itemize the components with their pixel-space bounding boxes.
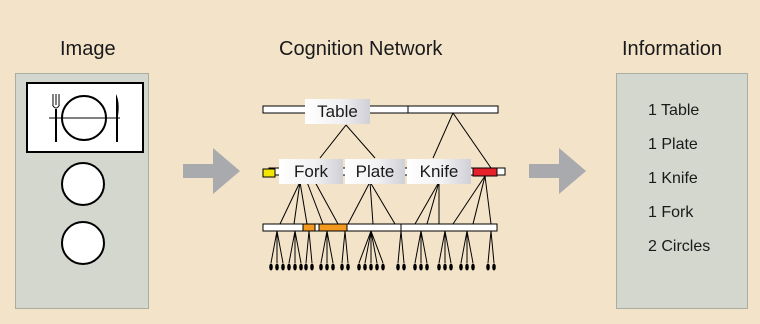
leaf-node (357, 263, 361, 271)
red-marker (472, 167, 498, 177)
image-panel-drawing (26, 82, 144, 265)
leaf-link (320, 230, 328, 264)
info-item: 1 Table (648, 102, 700, 119)
leaf-link (420, 230, 428, 264)
leaf-node (396, 263, 400, 271)
leaf-link (397, 230, 402, 264)
leaf-node (443, 263, 447, 271)
leaf-node (269, 263, 273, 271)
leaf-link (370, 230, 384, 264)
leaf-node (369, 263, 373, 271)
leaf-link (414, 230, 422, 264)
leaf-link (344, 230, 349, 264)
leaf-nodes (269, 230, 496, 271)
leaf-node (287, 263, 291, 271)
leaf-node (375, 263, 379, 271)
leaf-node (304, 263, 308, 271)
leaf-link (341, 230, 346, 264)
node-fork: Fork (279, 159, 343, 184)
info-item: 1 Knife (648, 170, 698, 187)
leaf-link (308, 230, 313, 264)
leaf-link (460, 230, 468, 264)
info-item: 1 Plate (648, 136, 698, 153)
leaf-link (270, 230, 278, 264)
leaf-node (346, 263, 350, 271)
segment-level-bar (262, 223, 498, 232)
cognition-network (262, 105, 506, 271)
circle-icon (61, 162, 105, 206)
object-links (279, 175, 492, 225)
leaf-node (293, 263, 297, 271)
circle-icon (61, 221, 105, 265)
leaf-link (490, 230, 495, 264)
leaf-link (400, 230, 405, 264)
leaf-node (437, 263, 441, 271)
leaf-link (438, 230, 446, 264)
table-level-bar (262, 105, 499, 114)
information-panel: 1 Table 1 Plate 1 Knife 1 Fork 2 Circles (616, 73, 748, 309)
right-arrow-icon (529, 148, 586, 194)
image-panel (15, 73, 149, 309)
node-knife: Knife (407, 159, 471, 184)
leaf-node (486, 263, 490, 271)
cognition-network-heading: Cognition Network (279, 38, 443, 60)
leaf-link (288, 230, 296, 264)
leaf-link (364, 230, 372, 264)
right-arrow-icon (183, 148, 240, 194)
orange-marker (302, 223, 316, 232)
leaf-link (276, 230, 284, 264)
leaf-node (381, 263, 385, 271)
place-setting-icon (26, 82, 144, 153)
orange-marker (318, 223, 348, 232)
leaf-node (299, 263, 303, 271)
info-item: 2 Circles (648, 238, 711, 255)
leaf-node (275, 263, 279, 271)
leaf-link (358, 230, 372, 264)
node-plate: Plate (345, 159, 405, 184)
information-heading: Information (622, 38, 723, 60)
leaf-node (319, 263, 323, 271)
leaf-link (294, 230, 302, 264)
leaf-node (471, 263, 475, 271)
leaf-node (492, 263, 496, 271)
leaf-node (449, 263, 453, 271)
info-item: 1 Fork (648, 204, 694, 221)
leaf-node (419, 263, 423, 271)
leaf-link (487, 230, 492, 264)
leaf-link (305, 230, 310, 264)
leaf-link (444, 230, 452, 264)
leaf-node (331, 263, 335, 271)
leaf-node (340, 263, 344, 271)
leaf-link (326, 230, 334, 264)
leaf-node (363, 263, 367, 271)
leaf-node (325, 263, 329, 271)
leaf-node (459, 263, 463, 271)
leaf-link (370, 230, 378, 264)
leaf-node (402, 263, 406, 271)
table-links (319, 112, 492, 169)
leaf-node (413, 263, 417, 271)
leaf-node (281, 263, 285, 271)
leaf-link (466, 230, 474, 264)
leaf-node (425, 263, 429, 271)
leaf-node (465, 263, 469, 271)
node-table: Table (305, 99, 370, 124)
leaf-node (310, 263, 314, 271)
yellow-marker (262, 168, 276, 178)
image-heading: Image (60, 38, 116, 60)
